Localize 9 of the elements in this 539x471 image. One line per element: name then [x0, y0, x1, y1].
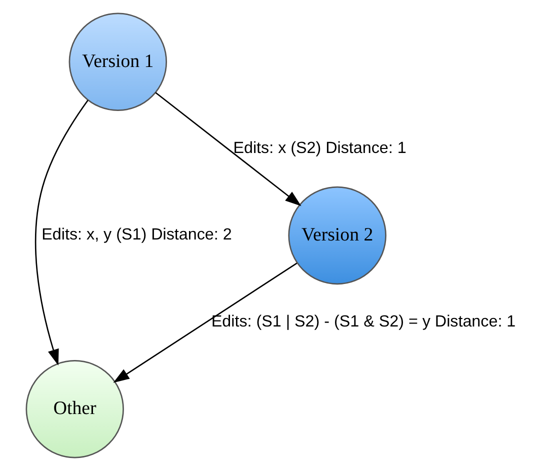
- arrow: [112, 262, 297, 383]
- node-circle: Version 2: [288, 186, 386, 285]
- edge-label: Edits: (S1 | S2) - (S1 & S2) = y Distance: 1: [210, 312, 516, 330]
- node-circle: Version 1: [68, 12, 167, 111]
- arrow: [154, 92, 301, 206]
- node-circle: Other: [25, 360, 124, 458]
- arrow: [34, 100, 88, 366]
- edge-label: Edits: x, y (S1) Distance: 2: [41, 226, 232, 244]
- edge-label: Edits: x (S2) Distance: 1: [232, 138, 406, 157]
